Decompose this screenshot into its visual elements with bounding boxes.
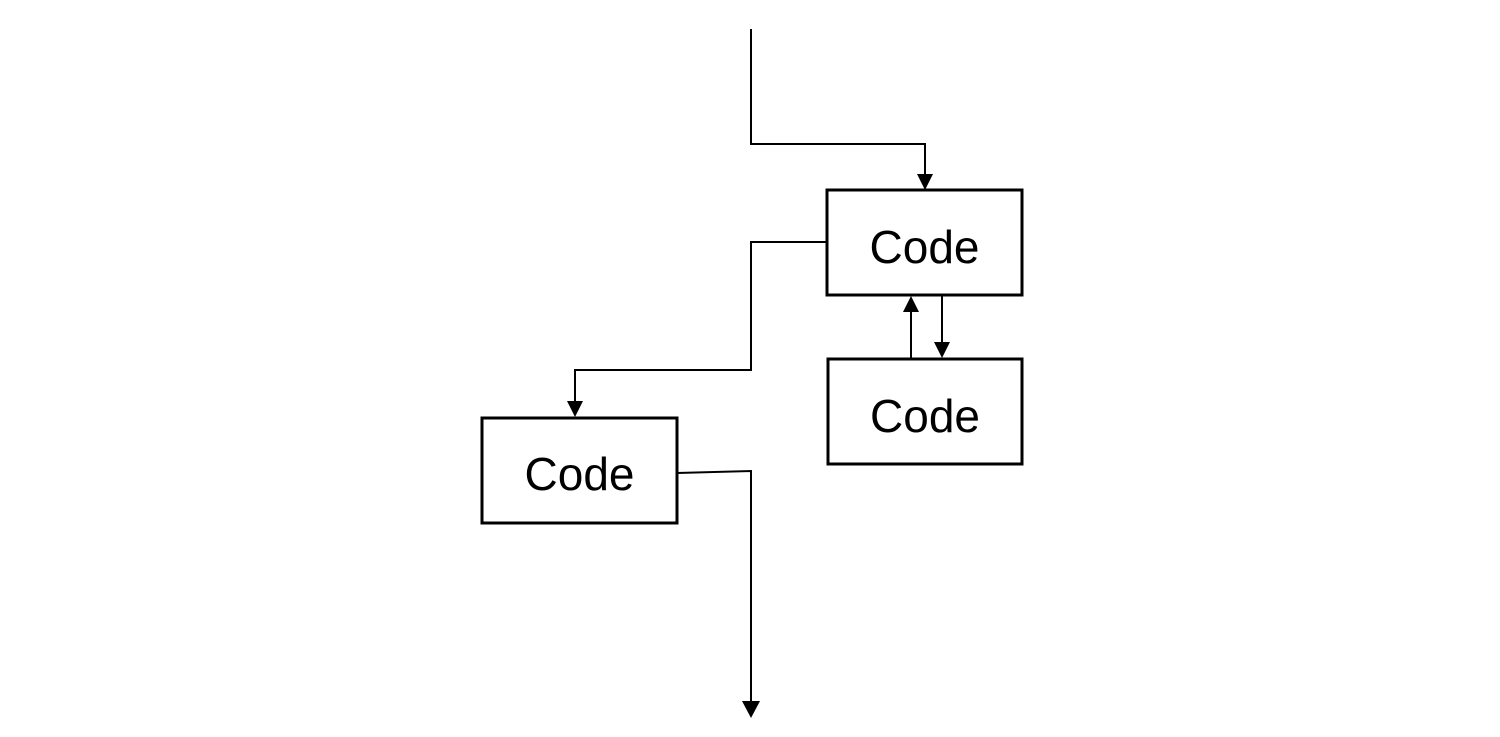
connector-top-box-to-left-box	[567, 241, 827, 417]
connector-top-box-to-middle-box	[934, 296, 950, 358]
code-box-left: Code	[480, 416, 679, 525]
connector-entry-to-top-box	[750, 29, 933, 190]
code-box-top: Code	[825, 188, 1024, 297]
code-box-top-label: Code	[870, 221, 980, 273]
arrow-head-icon	[934, 342, 950, 358]
arrow-head-icon	[742, 701, 760, 718]
code-box-left-label: Code	[525, 448, 635, 500]
arrow-head-icon	[917, 174, 933, 190]
arrow-head-icon	[903, 296, 919, 312]
code-box-middle-label: Code	[870, 390, 980, 442]
connector-left-box-to-exit	[676, 469, 760, 718]
connector-middle-box-to-top-box	[903, 296, 919, 359]
arrow-head-icon	[567, 401, 583, 417]
code-box-middle: Code	[826, 357, 1024, 466]
